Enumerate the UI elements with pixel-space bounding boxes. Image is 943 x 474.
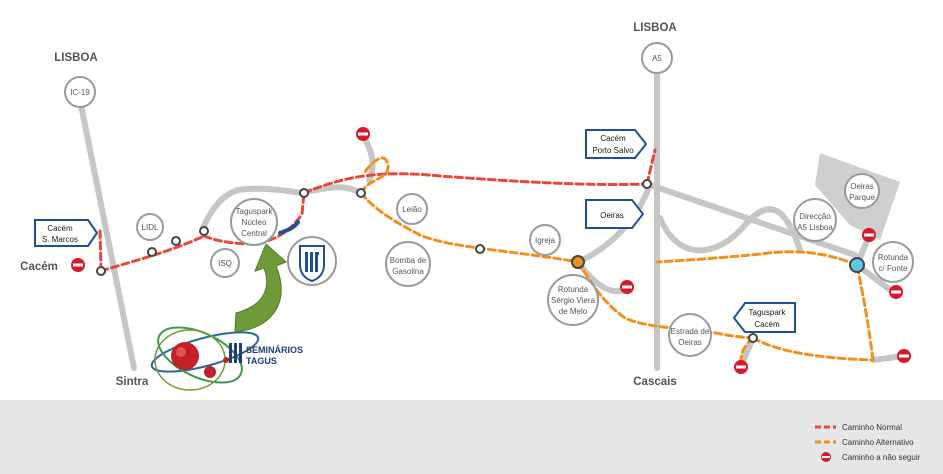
junction-lidl	[147, 247, 157, 257]
place-oeiras-parque-line2: Parque	[849, 193, 875, 202]
no-entry-icon	[862, 228, 876, 242]
city-cacem: Cacém	[20, 261, 58, 273]
no-entry-markers	[71, 127, 911, 374]
junction-lidl-2	[171, 236, 181, 246]
logo-line2: TAGUS	[246, 356, 277, 366]
place-direccao-line1: Direcção	[799, 212, 831, 221]
legend-alternative-label: Caminho Alternativo	[842, 438, 914, 447]
ist-shield-icon	[287, 236, 337, 286]
no-entry-icon	[620, 280, 634, 294]
place-direccao-line2: A5 Lisboa	[797, 223, 833, 232]
city-lisboa-east: LISBOA	[633, 22, 676, 34]
sign-cacem-porto-salvo: Cacém Porto Salvo	[585, 129, 648, 159]
place-estrada-oeiras-line2: Oeiras	[678, 338, 702, 347]
junction-taguspark	[199, 226, 209, 236]
place-lidl: LIDL	[142, 223, 159, 232]
rotunda-sergio-marker	[571, 255, 585, 269]
sign-taguspark-cacem: Taguspark Cacém	[732, 302, 796, 333]
no-entry-icon	[356, 127, 370, 141]
junction-bomba	[475, 244, 485, 254]
pin-ic19	[64, 76, 96, 108]
legend-no-entry-icon	[821, 452, 831, 462]
city-cascais: Cascais	[633, 376, 676, 388]
sign-cacem-marcos-line2: S. Marcos	[42, 235, 78, 244]
junction-leiao	[356, 188, 366, 198]
place-igreja: Igreja	[535, 236, 556, 245]
road-to-a5-ramp	[575, 182, 653, 265]
road-label-ic19: IC-19	[70, 88, 90, 97]
sign-oeiras-label: Oeiras	[600, 211, 624, 220]
no-entry-icon	[734, 360, 748, 374]
place-bomba-line1: Bomba de	[390, 256, 427, 265]
alternative-route	[359, 156, 875, 368]
no-entry-icon	[889, 285, 903, 299]
place-taguspark-line1: Taguspark	[236, 207, 274, 216]
legend-normal-label: Caminho Normal	[842, 423, 902, 432]
junction-north	[299, 188, 309, 198]
pin-rotunda-svm	[547, 274, 599, 326]
place-taguspark-line3: Central	[241, 229, 267, 238]
pin-a5	[641, 42, 673, 74]
road-label-a5: A5	[652, 54, 662, 63]
junction-taguspark-cacem	[748, 333, 758, 343]
pin-bomba	[385, 241, 431, 287]
sign-taguspark-cacem-line2: Cacém	[754, 320, 780, 329]
sign-taguspark-cacem-line1: Taguspark	[749, 308, 787, 317]
taguspark-marker-icon	[278, 220, 300, 235]
pin-lidl	[136, 213, 164, 241]
road-forbidden-top	[360, 133, 376, 183]
rotunda-fonte-marker	[849, 257, 865, 273]
sign-cacem-marcos-line1: Cacém	[47, 224, 73, 233]
city-lisboa-west: LISBOA	[54, 52, 97, 64]
road-loop	[657, 206, 803, 254]
pin-leiao	[396, 193, 428, 225]
junction-a5-north	[642, 179, 652, 189]
place-rotunda-svm-line2: Sérgio Viera	[551, 296, 595, 305]
legend: Caminho Normal Caminho Alternativo Camin…	[815, 423, 921, 462]
no-entry-icon	[71, 258, 85, 272]
sign-cacem-marcos: Cacém S. Marcos	[34, 219, 99, 247]
pin-direccao	[793, 198, 837, 242]
seminarios-tagus-logo: SEMINÁRIOS TAGUS	[150, 326, 303, 391]
place-rotunda-fonte-line1: Rotunda	[878, 253, 909, 262]
pin-estrada-oeiras	[668, 313, 712, 357]
junction-dots	[96, 179, 758, 343]
city-sintra: Sintra	[116, 376, 149, 388]
sign-oeiras: Oeiras	[585, 199, 645, 229]
place-rotunda-fonte-line2: c/ Fonte	[879, 264, 908, 273]
place-pins	[64, 42, 914, 357]
road-taguspark-ring	[200, 185, 305, 231]
pin-rotunda-fonte	[872, 241, 914, 283]
green-arrow-icon	[234, 243, 287, 333]
junction-cacem	[96, 266, 106, 276]
place-leiao: Leião	[402, 205, 422, 214]
place-rotunda-svm-line3: de Melo	[559, 307, 588, 316]
sign-cacem-salvo-line2: Porto Salvo	[592, 146, 634, 155]
pin-oeiras-parque	[844, 173, 880, 209]
pin-igreja	[529, 224, 561, 256]
place-rotunda-svm-line1: Rotunda	[558, 285, 589, 294]
sign-cacem-salvo-line1: Cacém	[600, 134, 626, 143]
pin-taguspark	[230, 198, 278, 246]
place-bomba-line2: Gasolina	[392, 267, 424, 276]
footer-band	[0, 400, 943, 474]
pin-isq	[210, 248, 240, 278]
place-isq: ISQ	[218, 259, 232, 268]
logo-line1: SEMINÁRIOS	[246, 345, 303, 355]
no-entry-icon	[897, 349, 911, 363]
legend-forbidden-label: Caminho a não seguir	[842, 453, 921, 462]
place-estrada-oeiras-line1: Estrada de	[671, 327, 710, 336]
place-taguspark-line2: Núcleo	[242, 218, 267, 227]
road-ic19	[77, 97, 137, 371]
place-oeiras-parque-line1: Oeiras	[850, 182, 874, 191]
